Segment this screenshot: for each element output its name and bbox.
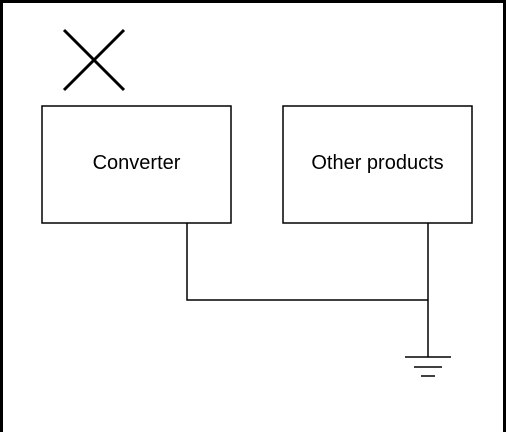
other-products-block — [282, 105, 473, 224]
converter-block — [41, 105, 232, 224]
other-products-label: Other products — [311, 152, 444, 174]
ground-icon — [405, 356, 451, 377]
converter-ground-wire — [186, 223, 428, 301]
cross-mark-icon — [62, 28, 126, 92]
converter-label: Converter — [92, 152, 181, 174]
